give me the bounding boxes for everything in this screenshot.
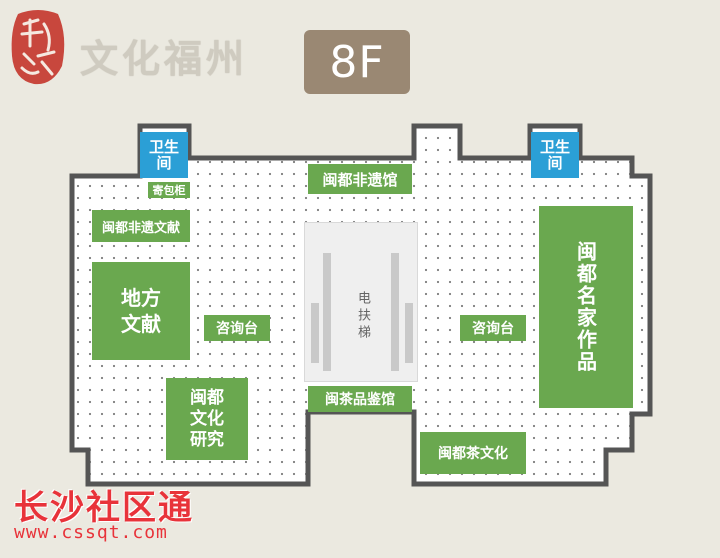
escalator-right-rail	[391, 253, 399, 371]
info-desk-right: 咨询台	[460, 315, 526, 341]
restroom-right: 卫生 间	[531, 132, 579, 178]
escalator-left-step	[311, 303, 319, 363]
escalator-area: 电扶梯	[304, 222, 418, 382]
room-local-docs: 地方 文献	[92, 262, 190, 360]
room-culture-research: 闽都 文化 研究	[166, 378, 248, 460]
seal-stamp-logo	[8, 6, 68, 88]
info-desk-left: 咨询台	[204, 315, 270, 341]
escalator-label: 电扶梯	[355, 291, 370, 342]
locker: 寄包柜	[148, 182, 190, 198]
room-tea-culture: 闽都茶文化	[420, 432, 526, 474]
page-title: 文化福州	[80, 37, 249, 81]
restroom-left: 卫生 间	[140, 132, 188, 178]
room-tea-tasting-hall: 闽茶品鉴馆	[308, 386, 412, 412]
escalator-left-rail	[323, 253, 331, 371]
watermark-site-name: 长沙社区通	[14, 488, 194, 528]
room-intangible-heritage-docs: 闽都非遗文献	[92, 210, 190, 242]
escalator-right-step	[405, 303, 413, 363]
floor-badge: 8F	[304, 30, 410, 94]
room-famous-works: 闽都名家作品	[539, 206, 633, 408]
watermark-url: www.cssqt.com	[14, 522, 168, 543]
room-intangible-heritage-hall: 闽都非遗馆	[308, 164, 412, 194]
